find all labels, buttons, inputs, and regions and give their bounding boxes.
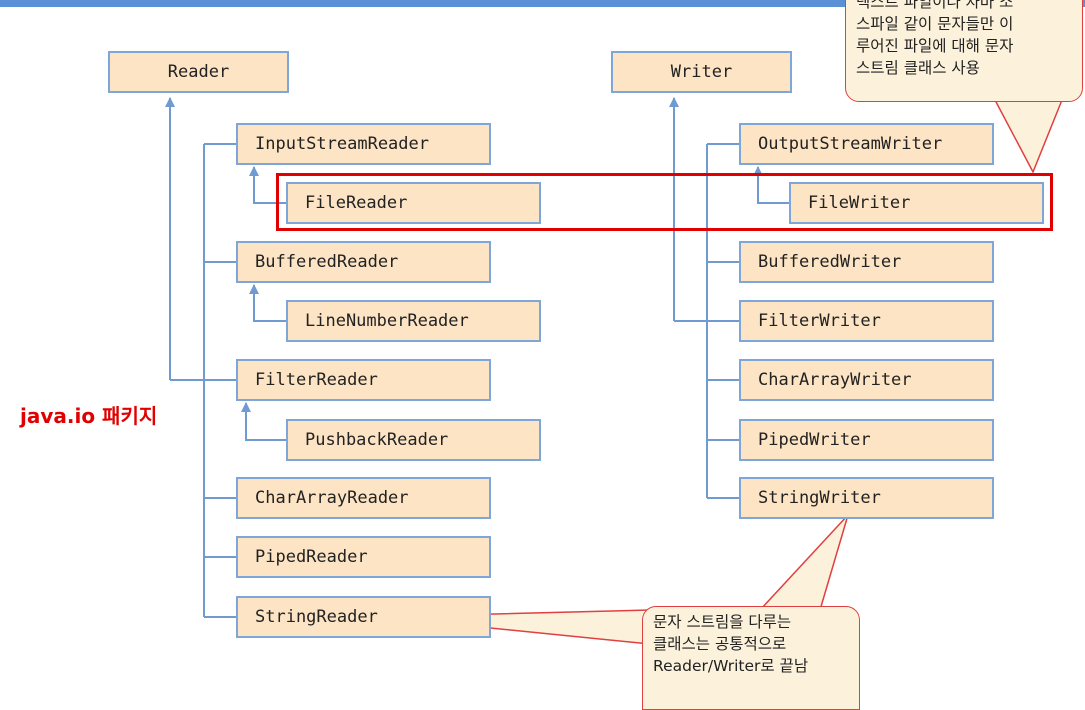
reader-box: Reader (108, 51, 289, 93)
filter-writer-box: FilterWriter (739, 300, 994, 342)
note-bottom: 문자 스트림을 다루는 클래스는 공통적으로 Reader/Writer로 끝남 (642, 606, 860, 710)
top-bar (0, 0, 1085, 7)
package-label: java.io 패키지 (20, 404, 158, 428)
file-reader-box: FileReader (286, 182, 541, 224)
line-number-reader-box: LineNumberReader (286, 300, 541, 342)
note-top-pointer (994, 99, 1063, 174)
file-writer-box: FileWriter (789, 182, 1044, 224)
buffered-reader-box: BufferedReader (236, 241, 491, 283)
output-stream-writer-box: OutputStreamWriter (739, 123, 994, 165)
filter-reader-box: FilterReader (236, 359, 491, 401)
buffered-writer-box: BufferedWriter (739, 241, 994, 283)
note-top: 텍스트 파일이나 자바 소 스파일 같이 문자들만 이 루어진 파일에 대해 문… (845, 0, 1083, 102)
pushback-reader-box: PushbackReader (286, 419, 541, 461)
string-reader-box: StringReader (236, 596, 491, 638)
input-stream-reader-box: InputStreamReader (236, 123, 491, 165)
piped-writer-box: PipedWriter (739, 419, 994, 461)
string-writer-box: StringWriter (739, 477, 994, 519)
piped-reader-box: PipedReader (236, 536, 491, 578)
writer-box: Writer (611, 51, 792, 93)
char-array-reader-box: CharArrayReader (236, 477, 491, 519)
file-classes-highlight (276, 173, 1053, 231)
char-array-writer-box: CharArrayWriter (739, 359, 994, 401)
